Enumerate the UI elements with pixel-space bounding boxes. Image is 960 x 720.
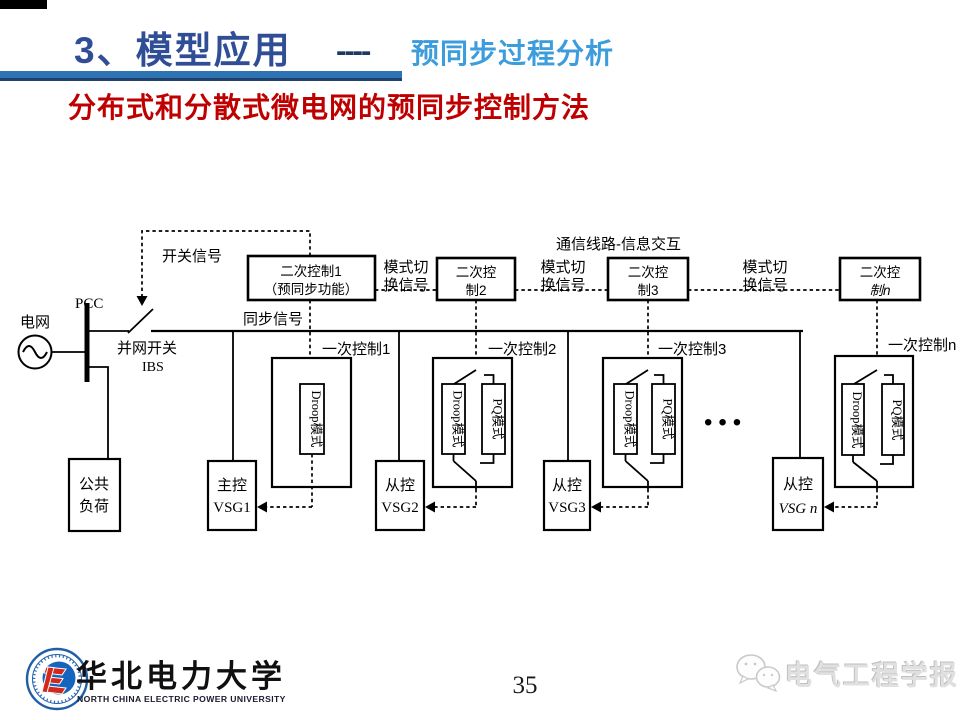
vsg2-id: VSG2: [381, 500, 419, 516]
grid-label: 电网: [20, 314, 50, 331]
mode-switch-label-2a: 模式切: [540, 259, 585, 276]
vsg2-box: [374, 459, 426, 532]
secondary-control-1-line1: 二次控制1: [280, 264, 342, 279]
pq-mode-text-n: PQ模式: [890, 400, 904, 441]
secondary-control-3-box: [606, 256, 690, 302]
university-name-en: NORTH CHINA ELECTRIC POWER UNIVERSITY: [77, 694, 286, 704]
vsg1-box: [206, 459, 258, 532]
comm-line-label: 通信线路-信息交互: [556, 235, 681, 253]
vsgn-box: [771, 456, 825, 532]
subtitle: 分布式和分散式微电网的预同步控制方法: [68, 92, 591, 123]
diagram-wiring: [51, 303, 803, 461]
title-suffix: 预同步过程分析: [411, 38, 615, 69]
vsg1-role: 主控: [217, 477, 247, 494]
secondary-control-2-line2: 制2: [465, 283, 486, 298]
load-line2: 负荷: [79, 498, 109, 515]
university-logo: [25, 647, 89, 711]
vsg3-box: [542, 459, 592, 532]
page-title: 3、模型应用: [74, 30, 292, 71]
secondary-control-3-line2: 制3: [637, 283, 658, 298]
vsgn-id: VSG n: [779, 501, 818, 517]
logo-red-e: [41, 666, 67, 695]
vsgn-role: 从控: [783, 476, 813, 493]
secondary-control-2-box: [435, 256, 517, 302]
left-arrow-icon-n: [824, 501, 834, 513]
secondary-control-n-line2: 制n: [869, 283, 890, 298]
mode-switch-label-1b: 换信号: [383, 277, 428, 294]
sync-signal-label: 同步信号: [243, 311, 303, 328]
load-line1: 公共: [79, 476, 109, 493]
down-arrow-icon: [136, 296, 148, 306]
common-load-box: [67, 457, 122, 533]
primary-control-1-label: 一次控制1: [322, 341, 390, 358]
mode-selector-switch-2: [452, 369, 495, 489]
mode-selector-switch-n: [852, 369, 894, 489]
watermark: 电气工程学报: [733, 650, 959, 696]
left-arrow-icon-1: [257, 501, 267, 513]
pq-mode-text-3: PQ模式: [661, 399, 675, 440]
vsg3-id: VSG3: [548, 500, 586, 516]
left-arrow-icon-2: [425, 501, 435, 513]
pcc-label: PCC: [75, 296, 103, 312]
vsg1-id: VSG1: [213, 500, 251, 516]
primary-control-3-label: 一次控制3: [658, 341, 726, 358]
vsg2-role: 从控: [385, 477, 415, 494]
title-dashes: ----: [336, 33, 371, 68]
mode-switch-label-1a: 模式切: [383, 259, 428, 276]
university-name-cn: 华北电力大学: [76, 659, 286, 694]
switch-signal-label: 开关信号: [162, 248, 222, 265]
breaker-id: IBS: [142, 360, 164, 375]
top-black-bar: [0, 0, 47, 9]
secondary-control-n-box: [838, 256, 922, 302]
logo-inner-ring: [32, 654, 82, 704]
breaker-label: 并网开关: [117, 340, 177, 357]
droop-mode-text-n: Droop模式: [850, 392, 864, 449]
secondary-control-1-line2: （预同步功能）: [264, 282, 359, 297]
logo-ring-text: [32, 654, 82, 704]
secondary-control-n-line1: 二次控: [860, 265, 901, 280]
mode-switch-label-3a: 模式切: [742, 259, 787, 276]
droop-mode-text-1: Droop模式: [309, 391, 323, 448]
sync-drop-lines: [309, 300, 878, 384]
left-arrow-icon-3: [591, 501, 601, 513]
primary-control-n-label: 一次控制n: [888, 337, 956, 354]
secondary-control-1-box: [246, 254, 377, 302]
vsg3-role: 从控: [552, 477, 582, 494]
breaker-blade: [127, 308, 154, 334]
secondary-control-2-line1: 二次控: [456, 265, 497, 280]
primary-control-2-label: 一次控制2: [488, 341, 556, 358]
mode-selector-switch-3: [624, 369, 665, 489]
secondary-control-3-line1: 二次控: [628, 265, 669, 280]
chat-bubbles-icon: [736, 654, 781, 693]
ac-source-icon: [17, 334, 53, 370]
pq-mode-text-2: PQ模式: [491, 399, 505, 440]
mode-switch-label-3b: 换信号: [742, 277, 787, 294]
ellipsis-dots: •••: [704, 409, 747, 436]
switch-signal-path: [136, 230, 311, 306]
droop-mode-text-2: Droop模式: [451, 391, 465, 448]
title-underline: [0, 71, 402, 81]
droop-mode-box-1: [299, 383, 325, 455]
mode-switch-label-2b: 换信号: [540, 277, 585, 294]
page-number: 35: [512, 672, 538, 699]
watermark-text: 电气工程学报: [785, 660, 959, 691]
droop-mode-text-3: Droop模式: [623, 391, 637, 448]
